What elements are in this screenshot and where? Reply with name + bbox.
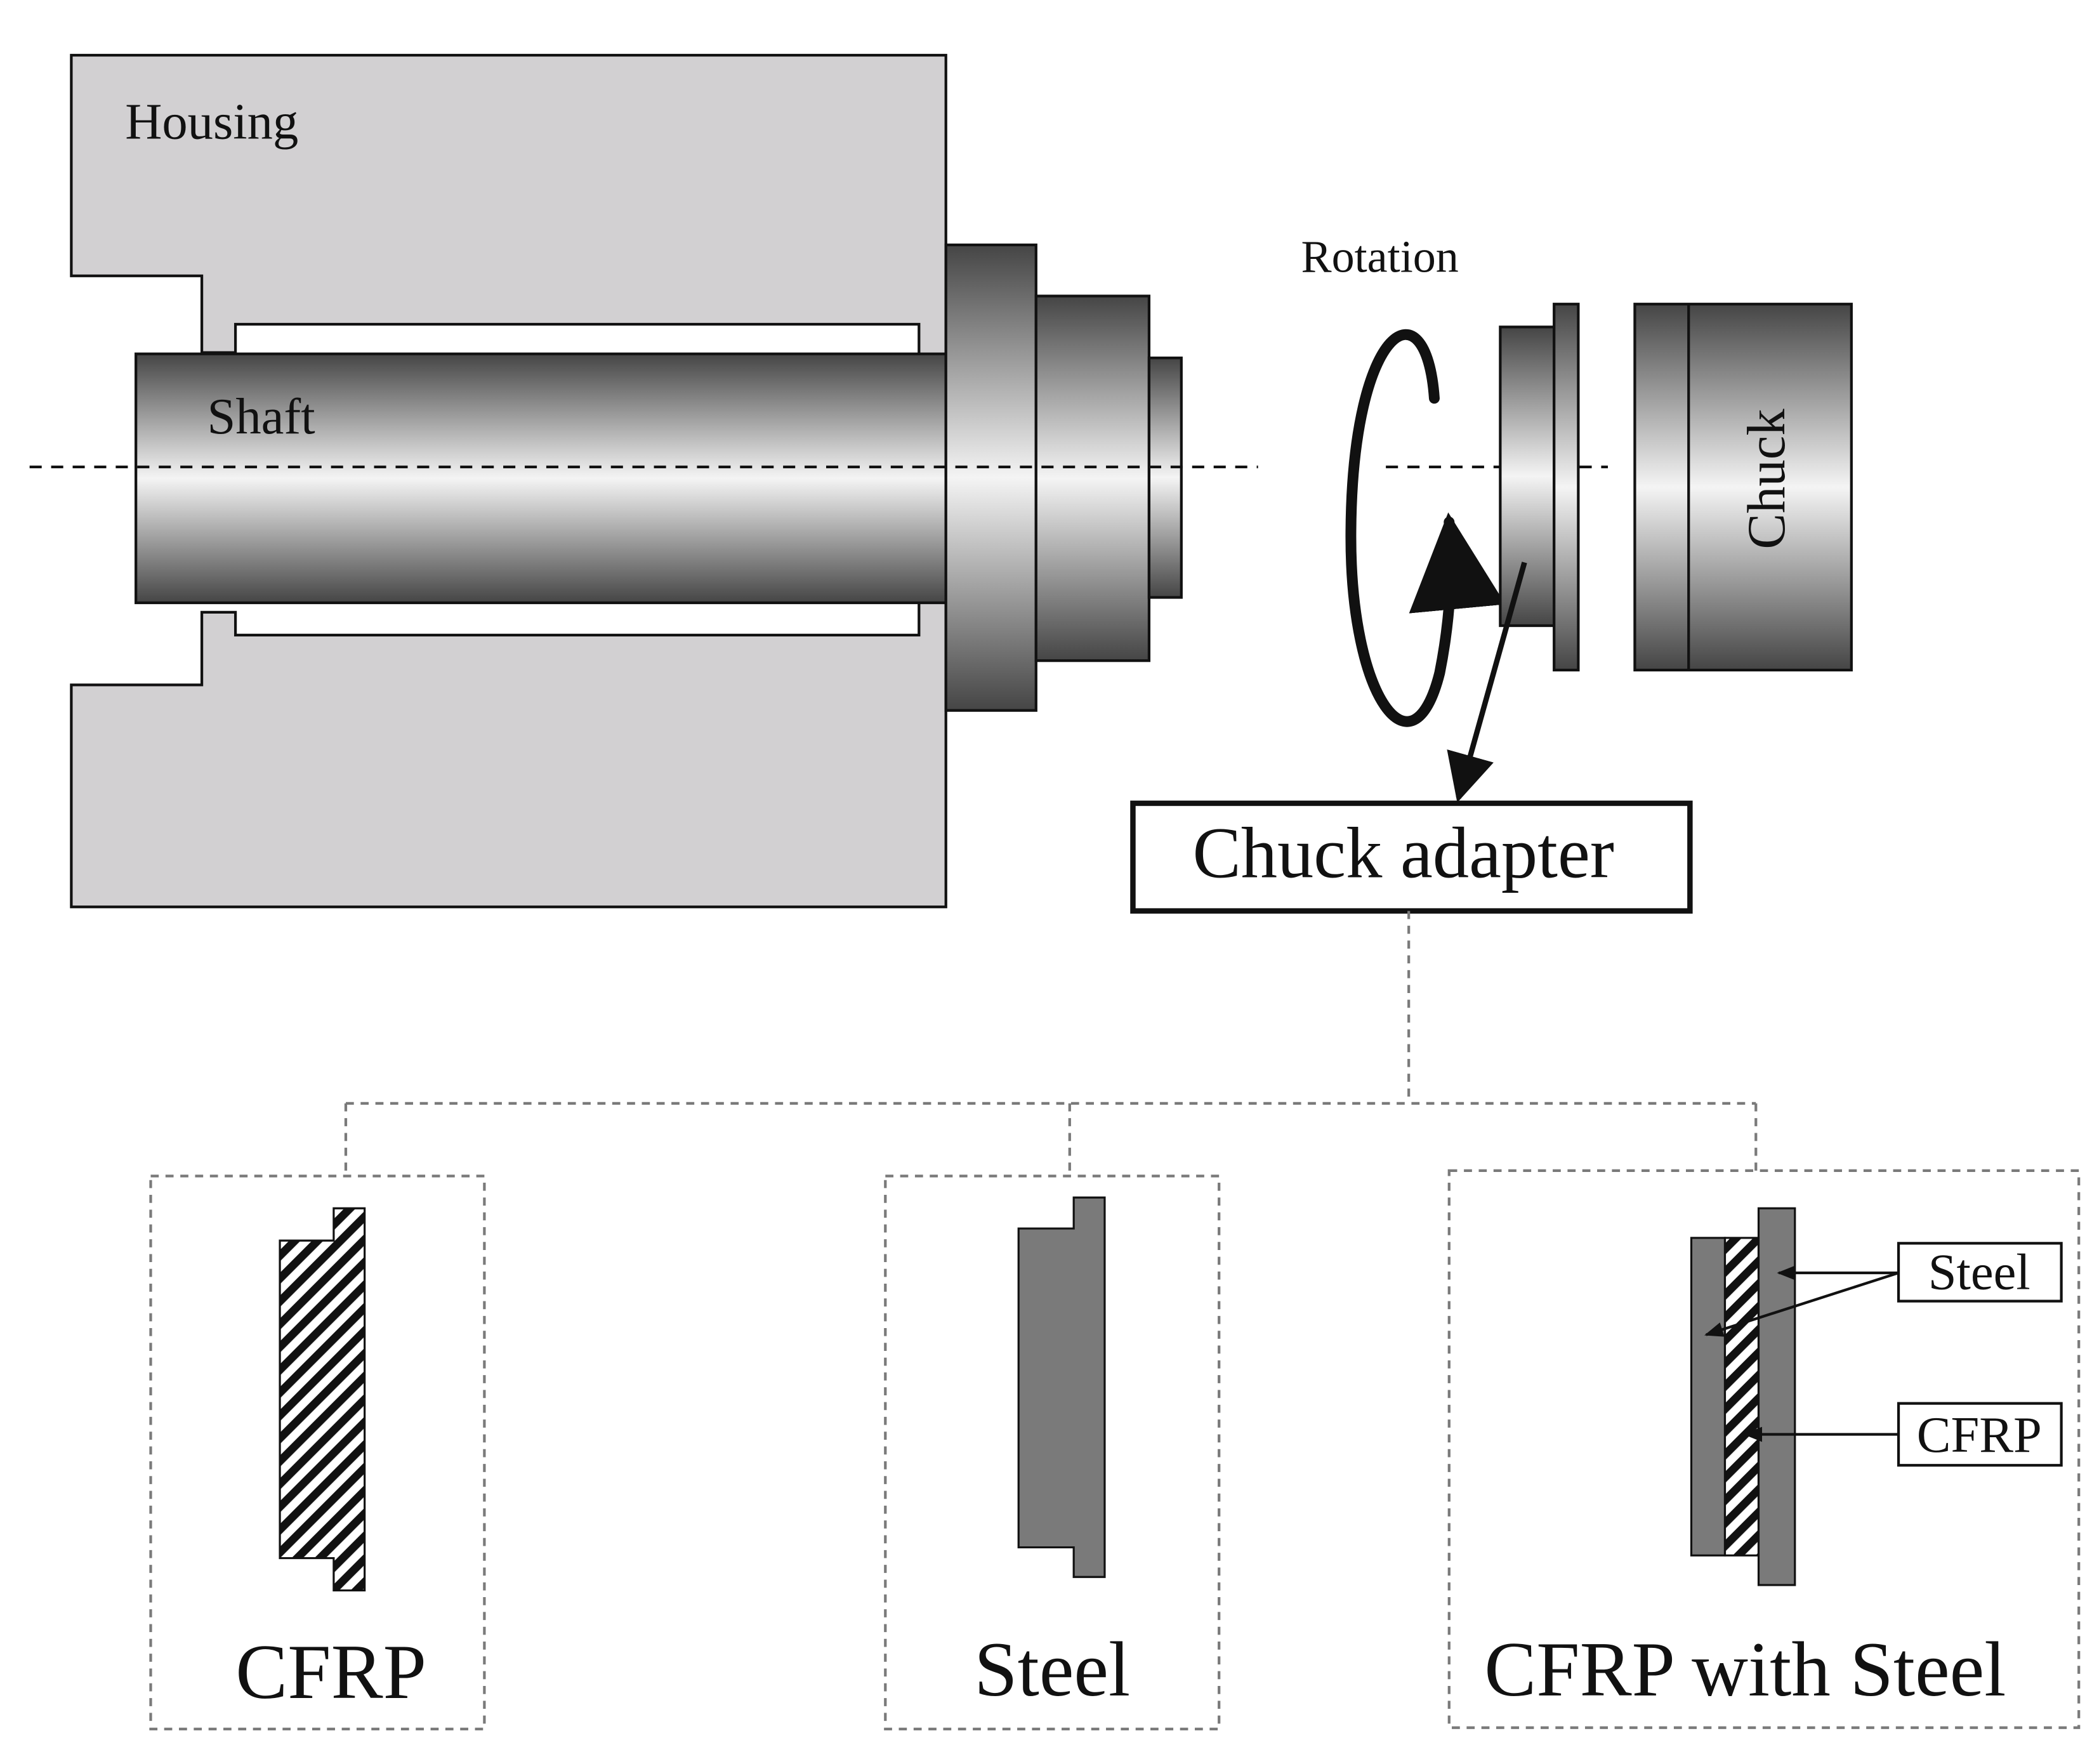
shaft-body bbox=[135, 352, 947, 605]
shaft: Shaft bbox=[135, 352, 947, 605]
steel-callout-label: Steel bbox=[1928, 1244, 2030, 1300]
housing-body bbox=[70, 53, 947, 909]
chuck: Chuck bbox=[1633, 303, 1853, 672]
steel-callout-arrow-2 bbox=[1704, 1271, 1899, 1337]
variant-hybrid-caption: CFRP with Steel bbox=[1484, 1626, 2006, 1713]
housing: Housing bbox=[70, 53, 947, 909]
cfrp-callout-box bbox=[1897, 1402, 2063, 1467]
variant-steel: Steel bbox=[884, 1175, 1221, 1730]
shaft-flange bbox=[944, 243, 1183, 712]
variant-steel-caption: Steel bbox=[974, 1626, 1130, 1713]
chuck-adapter-box: Chuck adapter bbox=[1130, 800, 1693, 914]
chuck-adapter-label: Chuck adapter bbox=[1192, 813, 1614, 893]
shaft-label: Shaft bbox=[207, 388, 315, 445]
adapter-hub bbox=[1499, 326, 1556, 628]
rotation: Rotation bbox=[1301, 231, 1506, 727]
flange-step-3 bbox=[1147, 356, 1183, 599]
chuck-label: Chuck bbox=[1737, 409, 1796, 550]
flange-step-2 bbox=[1034, 294, 1151, 662]
variant-hybrid: Steel CFRP CFRP with Steel bbox=[1447, 1169, 2081, 1729]
rotation-arrow-icon bbox=[1345, 329, 1506, 727]
cfrp-callout-label: CFRP bbox=[1917, 1407, 2042, 1463]
variant-cfrp-caption: CFRP bbox=[235, 1628, 426, 1715]
rotation-label: Rotation bbox=[1301, 231, 1459, 282]
hybrid-steel-layer-left bbox=[1690, 1237, 1727, 1557]
variant-tree bbox=[344, 911, 1758, 1176]
chuck-body bbox=[1633, 303, 1853, 672]
steel-adapter-section bbox=[1017, 1196, 1106, 1578]
variant-cfrp-frame bbox=[149, 1175, 486, 1730]
variant-cfrp: CFRP bbox=[149, 1175, 486, 1730]
adapter-flange bbox=[1553, 303, 1580, 672]
flange-step-1 bbox=[944, 243, 1037, 712]
variant-hybrid-frame bbox=[1447, 1169, 2081, 1729]
steel-callout-box bbox=[1897, 1242, 2063, 1303]
variant-steel-frame bbox=[884, 1175, 1221, 1730]
hybrid-steel-layer-right bbox=[1757, 1207, 1796, 1586]
hybrid-cfrp-layer bbox=[1723, 1237, 1760, 1557]
chuck-adapter-part bbox=[1499, 303, 1580, 672]
housing-label: Housing bbox=[125, 93, 298, 150]
adapter-pointer-arrow bbox=[1447, 562, 1527, 803]
cfrp-adapter-section bbox=[279, 1207, 366, 1592]
chuck-adapter-frame bbox=[1130, 800, 1693, 914]
